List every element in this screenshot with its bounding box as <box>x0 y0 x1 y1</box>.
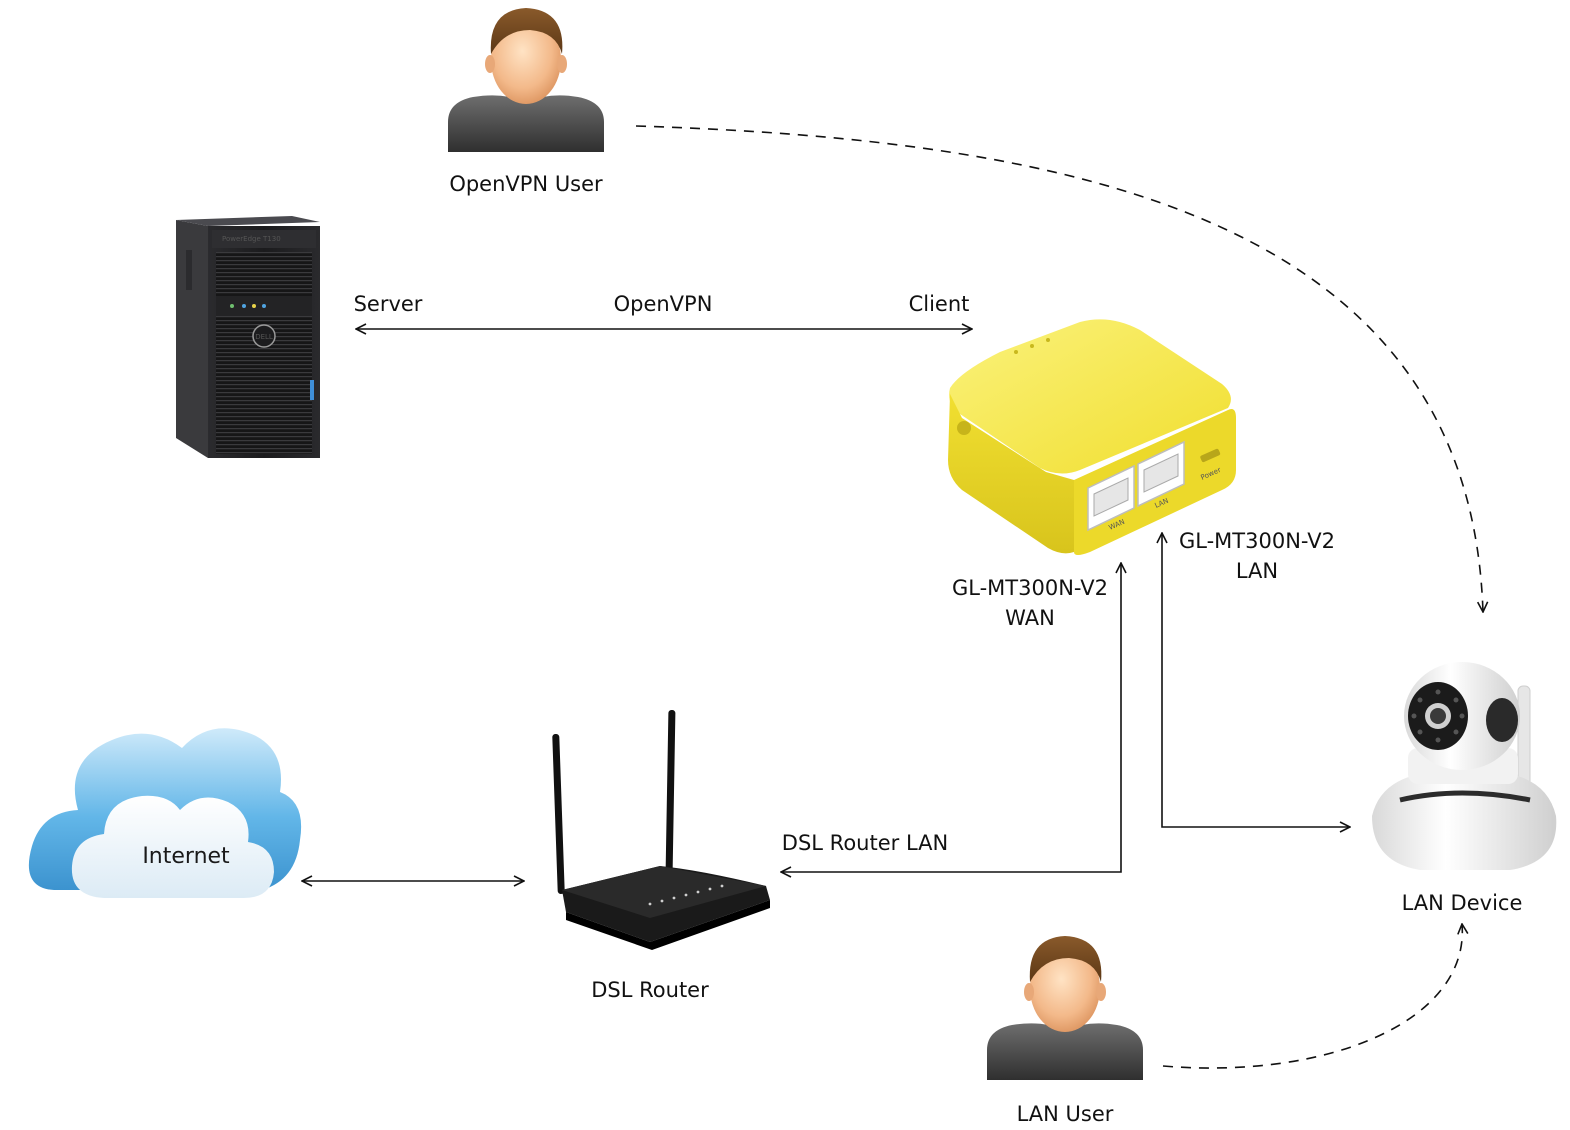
gl-mt300n-router-icon: WAN LAN Power <box>948 319 1236 555</box>
internet-cloud-icon <box>28 728 302 898</box>
gl-wan-label: GL-MT300N-V2 <box>952 576 1108 600</box>
dsl-router-lan-label: DSL Router LAN <box>782 831 948 855</box>
lan-user-avatar-icon <box>987 936 1143 1080</box>
openvpn-label: OpenVPN <box>614 292 713 316</box>
lan-user-to-device-dashed <box>1162 924 1462 1069</box>
internet-label: Internet <box>142 844 230 869</box>
ip-camera-icon <box>1372 662 1557 870</box>
dsl-lan-to-wan-arrow <box>781 563 1121 872</box>
gl-lan-label: GL-MT300N-V2 <box>1179 529 1335 553</box>
openvpn-user-avatar-icon <box>448 8 604 152</box>
svg-text:PowerEdge T130: PowerEdge T130 <box>222 235 281 243</box>
gl-lan-to-device-arrow <box>1162 533 1350 827</box>
openvpn-user-label: OpenVPN User <box>449 172 603 196</box>
server-tower-icon: PowerEdge T130 DELL <box>176 216 320 458</box>
gl-lan-label-line2: LAN <box>1236 559 1278 583</box>
connections <box>302 125 1483 1069</box>
server-label: Server <box>354 292 423 316</box>
lan-user-label: LAN User <box>1017 1102 1114 1126</box>
dsl-router-label: DSL Router <box>591 978 709 1002</box>
vpn-user-to-device-dashed <box>635 125 1483 612</box>
client-label: Client <box>909 292 970 316</box>
dsl-router-icon <box>552 710 770 950</box>
lan-device-label: LAN Device <box>1402 891 1523 915</box>
gl-wan-label-line2: WAN <box>1005 606 1055 630</box>
svg-text:DELL: DELL <box>255 333 273 341</box>
